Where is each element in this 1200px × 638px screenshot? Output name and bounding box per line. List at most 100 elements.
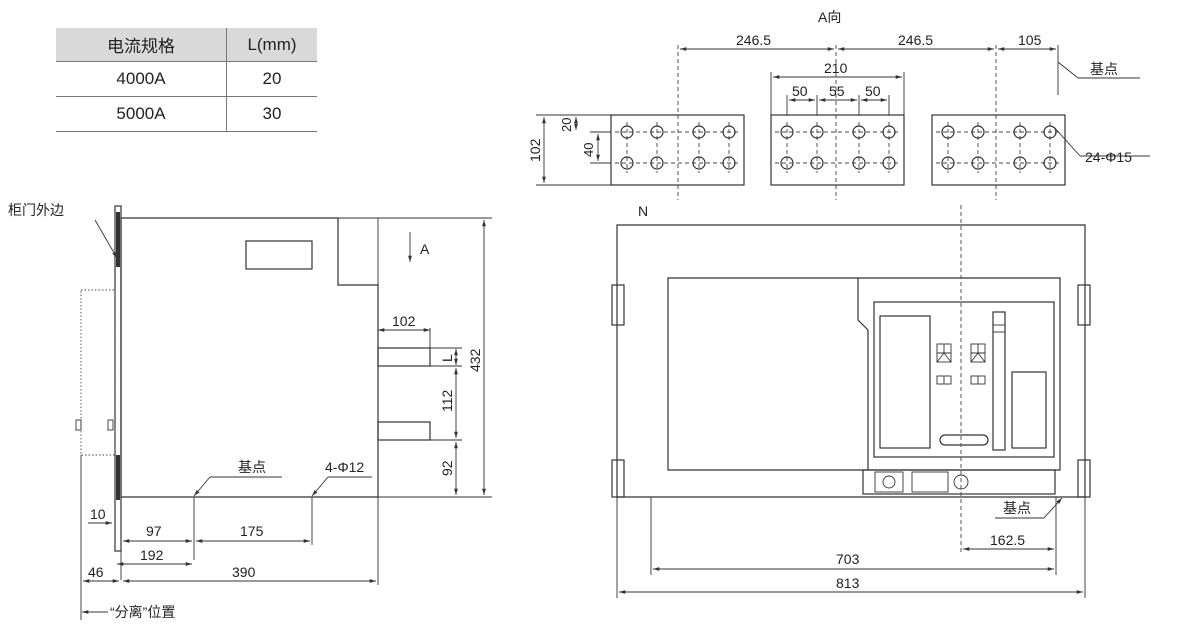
mounting-hole bbox=[620, 156, 634, 170]
table-header-length: L(mm) bbox=[226, 28, 317, 62]
hole-label-side: 4-Φ12 bbox=[325, 459, 364, 475]
dim-10-text: 10 bbox=[90, 506, 106, 522]
busbar-plate-2 bbox=[770, 114, 905, 186]
dim-102-text: 102 bbox=[392, 313, 416, 329]
off-button-symbol bbox=[970, 344, 986, 363]
datum-leader-a bbox=[1057, 61, 1079, 79]
indicator-strip bbox=[992, 311, 1006, 451]
handle-slot[interactable] bbox=[939, 434, 989, 446]
datum-leader bbox=[193, 476, 211, 497]
mounting-hole bbox=[1043, 156, 1057, 170]
front-outer-frame bbox=[616, 224, 1086, 498]
datum-leader-front bbox=[1043, 497, 1063, 519]
mounting-hole bbox=[1043, 125, 1057, 139]
dim-432-text: 432 bbox=[467, 348, 483, 372]
holes-leader bbox=[1053, 126, 1081, 157]
bottom-knob-1[interactable] bbox=[882, 475, 896, 489]
front-inner-panel bbox=[667, 277, 1061, 471]
door-edge-dark-upper bbox=[116, 212, 120, 267]
holes-label: 24-Φ15 bbox=[1085, 149, 1132, 165]
dim-102a-text: 102 bbox=[527, 138, 543, 162]
mounting-hole bbox=[852, 156, 866, 170]
current-spec-table: 电流规格 L(mm) 4000A 20 5000A 30 bbox=[56, 28, 317, 132]
mounting-hole bbox=[650, 156, 664, 170]
n-label: N bbox=[638, 203, 648, 219]
mounting-hole bbox=[810, 156, 824, 170]
display-window bbox=[879, 315, 931, 449]
mounting-hole bbox=[780, 156, 794, 170]
a-view-title: A向 bbox=[818, 9, 841, 25]
table-row: 4000A 20 bbox=[56, 61, 317, 97]
mounting-hole bbox=[971, 156, 985, 170]
isolated-position-label: “分离”位置 bbox=[110, 604, 175, 620]
mounting-hole bbox=[692, 125, 706, 139]
door-edge-label: 柜门外边 bbox=[8, 202, 64, 218]
dim-112-text: 112 bbox=[439, 389, 455, 412]
dim-703-text: 703 bbox=[836, 551, 860, 567]
dim-813-text: 813 bbox=[836, 575, 860, 591]
table-cell: 4000A bbox=[56, 61, 227, 97]
side-handle-left-upper bbox=[611, 284, 625, 326]
dim-92-text: 92 bbox=[439, 460, 455, 476]
datum-label-front: 基点 bbox=[1003, 500, 1031, 516]
table-row: 5000A 30 bbox=[56, 96, 317, 132]
mounting-hole bbox=[722, 156, 736, 170]
mounting-hole bbox=[882, 156, 896, 170]
dim-210-text: 210 bbox=[824, 60, 848, 76]
hole-leader bbox=[311, 476, 329, 497]
side-view: 柜门外边 A 102 432 L 1 bbox=[8, 202, 492, 620]
side-handle-left-lower bbox=[611, 459, 625, 498]
terminal-lower bbox=[377, 421, 431, 441]
dim-246a-text: 246.5 bbox=[736, 32, 771, 48]
terminal-upper bbox=[377, 347, 431, 367]
control-panel-edge bbox=[857, 278, 869, 470]
dim-20-text: 20 bbox=[559, 118, 574, 132]
dim-192-text: 192 bbox=[140, 547, 164, 563]
mounting-hole bbox=[1013, 125, 1027, 139]
table-header-current: 电流规格 bbox=[56, 28, 227, 62]
dim-246b-text: 246.5 bbox=[898, 32, 933, 48]
a-view: A向 246.5 246.5 105 基点 210 50 55 50 bbox=[527, 9, 1150, 200]
dim-390-text: 390 bbox=[232, 564, 256, 580]
bottom-strip bbox=[862, 469, 1056, 495]
mounting-hole bbox=[620, 125, 634, 139]
datum-label-a: 基点 bbox=[1090, 61, 1118, 77]
dim-50a-text: 50 bbox=[792, 83, 808, 99]
dim-50b-text: 50 bbox=[865, 83, 881, 99]
front-view: N 16 bbox=[611, 203, 1091, 598]
on-button-symbol bbox=[936, 344, 952, 363]
side-tab-right bbox=[107, 419, 114, 431]
mounting-hole bbox=[810, 125, 824, 139]
side-window bbox=[245, 240, 313, 270]
mounting-hole bbox=[882, 125, 896, 139]
mounting-hole bbox=[780, 125, 794, 139]
table-header-row: 电流规格 L(mm) bbox=[56, 28, 317, 62]
mounting-hole bbox=[1013, 156, 1027, 170]
dim-L-text: L bbox=[439, 354, 455, 362]
mounting-hole bbox=[852, 125, 866, 139]
mounting-hole bbox=[692, 156, 706, 170]
bottom-strip-cell-1 bbox=[874, 471, 904, 493]
dim-162-text: 162.5 bbox=[990, 532, 1025, 548]
isolated-outline bbox=[80, 289, 116, 456]
side-handle-right-upper bbox=[1077, 284, 1091, 326]
mounting-hole bbox=[941, 156, 955, 170]
dim-97-text: 97 bbox=[146, 523, 162, 539]
table-cell: 5000A bbox=[56, 96, 227, 132]
mounting-hole bbox=[722, 125, 736, 139]
mounting-hole bbox=[971, 125, 985, 139]
mounting-hole bbox=[650, 125, 664, 139]
dim-55-text: 55 bbox=[829, 83, 845, 99]
busbar-plate-1 bbox=[610, 114, 745, 186]
dim-105-text: 105 bbox=[1018, 32, 1042, 48]
side-tab-left bbox=[75, 419, 82, 431]
table-cell: 30 bbox=[226, 96, 317, 132]
dim-175-text: 175 bbox=[240, 523, 264, 539]
breaker-body-outline bbox=[120, 217, 379, 498]
direction-a-label: A bbox=[420, 241, 430, 257]
dim-40-text: 40 bbox=[581, 143, 596, 157]
hole-pattern bbox=[615, 122, 1062, 173]
busbar-plate-3 bbox=[931, 114, 1066, 186]
dim-46-text: 46 bbox=[88, 564, 104, 580]
